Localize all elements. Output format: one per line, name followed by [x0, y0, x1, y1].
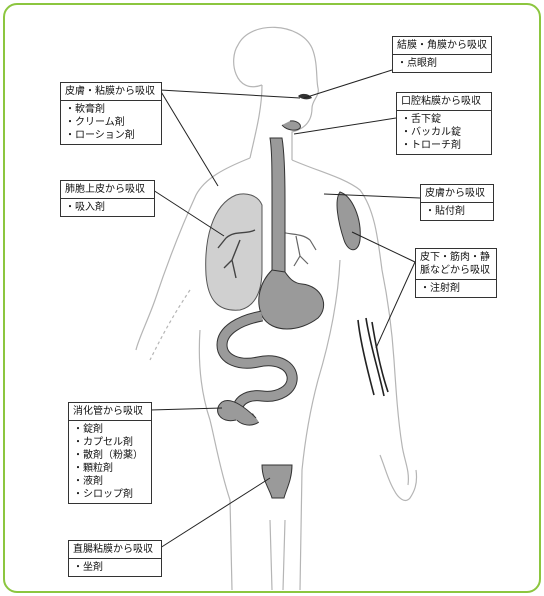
label-title: 皮膚・粘膜から吸収 [61, 83, 161, 101]
arm-muscle [337, 192, 360, 250]
label-title: 直腸粘膜から吸収 [69, 541, 161, 559]
label-item: ・液剤 [73, 475, 147, 488]
label-subcutaneous: 皮下・筋肉・静 脈などから吸収 ・注射剤 [415, 248, 497, 298]
label-oral-mucosa: 口腔粘膜から吸収 ・舌下錠 ・バッカル錠 ・トローチ剤 [396, 92, 492, 155]
label-title: 結膜・角膜から吸収 [393, 37, 491, 55]
label-title: 皮膚から吸収 [421, 185, 493, 203]
label-title-line2: 脈などから吸収 [420, 264, 492, 277]
label-digestive: 消化管から吸収 ・錠剤 ・カプセル剤 ・散剤（粉薬） ・顆粒剤 ・液剤 ・シロッ… [68, 402, 152, 504]
label-item: ・バッカル錠 [401, 126, 487, 139]
label-item: ・点眼剤 [397, 57, 487, 70]
label-item: ・カプセル剤 [73, 436, 147, 449]
label-rectal: 直腸粘膜から吸収 ・坐剤 [68, 540, 162, 577]
mouth [282, 121, 300, 130]
label-item: ・顆粒剤 [73, 462, 147, 475]
label-title-line1: 皮下・筋肉・静 [420, 251, 492, 264]
label-item: ・クリーム剤 [65, 116, 157, 129]
label-item: ・ローション剤 [65, 129, 157, 142]
digestive-tract [218, 138, 324, 498]
label-title: 口腔粘膜から吸収 [397, 93, 491, 111]
label-item: ・軟膏剤 [65, 103, 157, 116]
label-item: ・注射剤 [420, 282, 492, 295]
label-item: ・舌下錠 [401, 113, 487, 126]
label-title: 消化管から吸収 [69, 403, 151, 421]
label-skin-mucosa: 皮膚・粘膜から吸収 ・軟膏剤 ・クリーム剤 ・ローション剤 [60, 82, 162, 145]
label-item: ・シロップ剤 [73, 488, 147, 501]
label-item: ・吸入剤 [65, 201, 150, 214]
label-item: ・坐剤 [73, 561, 157, 574]
veins [358, 318, 388, 396]
label-skin: 皮膚から吸収 ・貼付剤 [420, 184, 494, 221]
label-title: 肺胞上皮から吸収 [61, 181, 154, 199]
label-item: ・散剤（粉薬） [73, 449, 147, 462]
label-item: ・貼付剤 [425, 205, 489, 218]
label-alveolar: 肺胞上皮から吸収 ・吸入剤 [60, 180, 155, 217]
label-item: ・トローチ剤 [401, 139, 487, 152]
label-item: ・錠剤 [73, 423, 147, 436]
label-conjunctiva: 結膜・角膜から吸収 ・点眼剤 [392, 36, 492, 73]
